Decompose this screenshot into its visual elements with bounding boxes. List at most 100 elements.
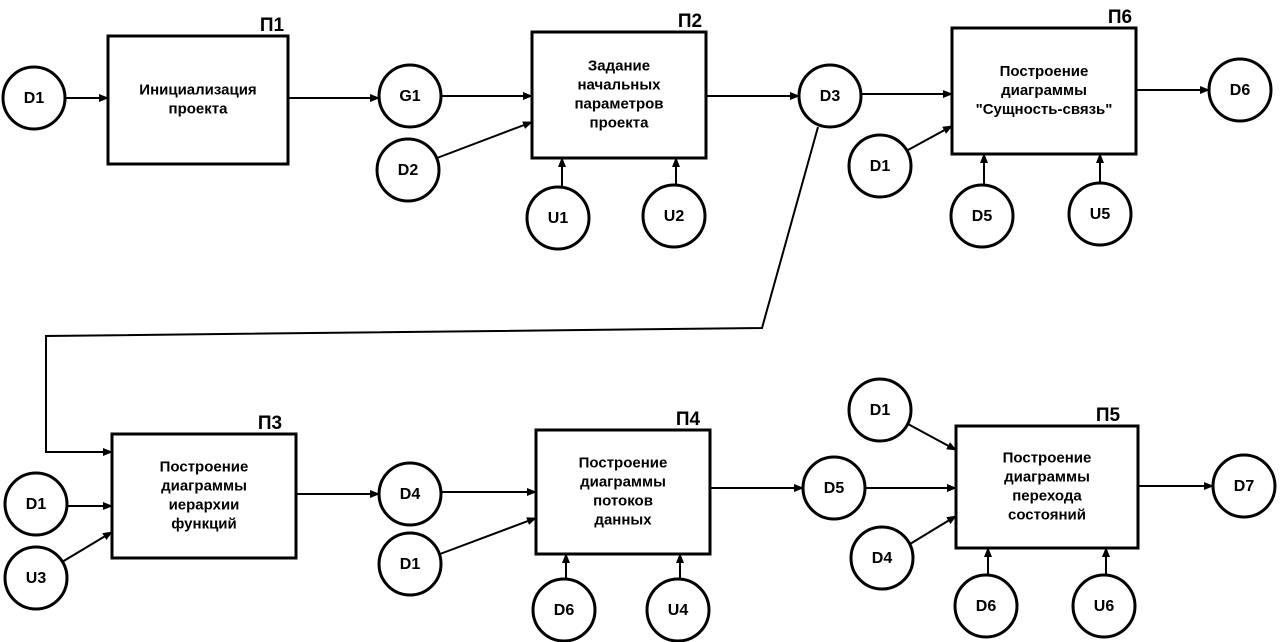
process-text-p2-line-3: параметров [574,95,663,112]
node-n-u4: U4 [645,577,711,642]
node-n-d4-b: D4 [849,525,915,591]
node-n-d1-c: D1 [3,471,69,537]
node-n-d6-a: D6 [1207,57,1273,123]
process-text-p5-line-2: диаграммы [1004,468,1090,485]
edge-n-d2-to-p2 [436,121,533,159]
node-label-n-d1-d: D1 [400,556,421,573]
node-circle-n-d4-b [849,525,915,591]
process-text-p1-line-2: проекта [169,100,229,117]
node-circle-n-d1-e [847,377,913,443]
node-label-n-u4: U4 [668,602,689,619]
node-n-g1: G1 [377,63,443,129]
node-circle-n-d5-b [801,455,867,521]
process-text-p3-line-3: иерархии [169,496,240,513]
process-text-p6-line-2: диаграммы [1001,82,1087,99]
process-label-p6: П6 [1108,7,1132,28]
edge-n-d1-b-to-p6 [907,125,953,151]
process-text-p2-line-1: Задание [588,57,650,74]
process-label-p3: П3 [258,413,282,434]
process-text-p5-line-3: перехода [1012,487,1082,504]
node-n-u1: U1 [525,185,591,251]
node-circle-n-d3 [797,63,863,129]
node-circle-n-d5-a [949,183,1015,249]
node-label-n-d7: D7 [1234,478,1255,495]
process-rect-p2 [530,30,708,160]
process-label-p5: П5 [1096,405,1121,426]
edge-n-d3-to-p3 [45,126,819,456]
process-text-p3-line-4: функций [171,515,237,532]
node-label-n-d2: D2 [398,162,419,179]
process-rect-p4 [534,428,712,556]
node-n-d3: D3 [797,63,863,129]
node-n-d7: D7 [1211,453,1277,519]
node-label-n-d1-b: D1 [870,158,891,175]
node-n-u5: U5 [1067,181,1133,247]
node-label-n-d1-e: D1 [870,402,891,419]
node-label-n-d1-a: D1 [24,90,45,107]
node-label-n-d4-a: D4 [400,486,421,503]
node-label-n-d4-b: D4 [872,550,893,567]
node-n-d1-a: D1 [1,65,67,131]
process-rect-p3 [110,432,298,560]
process-text-p4-line-2: диаграммы [580,473,666,490]
node-circle-n-d7 [1211,453,1277,519]
node-circle-n-u5 [1067,181,1133,247]
edge-n-d4-b-to-p5 [909,515,957,545]
node-n-d6-c: D6 [953,573,1019,639]
node-n-d1-d: D1 [377,531,443,597]
process-text-p3-line-1: Построение [160,458,249,475]
node-circle-n-d6-c [953,573,1019,639]
process-label-p2: П2 [678,11,702,32]
node-label-n-u5: U5 [1090,206,1111,223]
process-rect-p6 [950,26,1138,156]
process-text-p4-line-3: потоков [593,492,653,509]
node-label-n-d5-a: D5 [972,208,993,225]
edge-n-d1-d-to-p4 [439,517,537,555]
node-label-n-d1-c: D1 [26,496,47,513]
node-n-u6: U6 [1071,573,1137,639]
node-circle-n-d6-b [531,577,597,642]
node-n-d5-a: D5 [949,183,1015,249]
node-label-n-u1: U1 [548,210,569,227]
node-circle-n-d1-b [847,133,913,199]
node-n-d2: D2 [375,137,441,203]
node-circle-n-d1-c [3,471,69,537]
node-circle-n-u2 [641,183,707,249]
edge-n-d1-e-to-p5 [907,423,957,451]
node-label-n-d3: D3 [820,88,841,105]
process-text-p5-line-4: состояний [1008,506,1086,523]
node-label-n-g1: G1 [399,88,420,105]
node-circle-n-u6 [1071,573,1137,639]
node-label-n-d6-c: D6 [976,598,997,615]
edge-n-u3-to-p3 [61,531,113,563]
process-text-p5-line-1: Построение [1003,449,1092,466]
node-circle-n-g1 [377,63,443,129]
process-text-p2-line-2: начальных [577,76,661,93]
process-label-p1: П1 [260,15,285,36]
node-circle-n-u4 [645,577,711,642]
process-text-p2-line-4: проекта [590,114,650,131]
process-text-p1-line-1: Инициализация [139,81,256,98]
node-n-d4-a: D4 [377,461,443,527]
node-circle-n-d6-a [1207,57,1273,123]
node-n-u3: U3 [3,545,69,611]
node-label-n-d6-b: D6 [554,602,575,619]
node-label-n-u3: U3 [26,570,47,587]
node-label-n-d5-b: D5 [824,480,845,497]
node-n-u2: U2 [641,183,707,249]
process-rect-p1 [106,34,290,166]
process-text-p6-line-3: "Сущность-связь" [976,101,1113,118]
node-label-n-u2: U2 [664,208,685,225]
node-circle-n-u3 [3,545,69,611]
process-text-p3-line-2: диаграммы [161,477,247,494]
node-label-n-u6: U6 [1094,598,1115,615]
node-circle-n-u1 [525,185,591,251]
node-n-d5-b: D5 [801,455,867,521]
node-circle-n-d1-d [377,531,443,597]
